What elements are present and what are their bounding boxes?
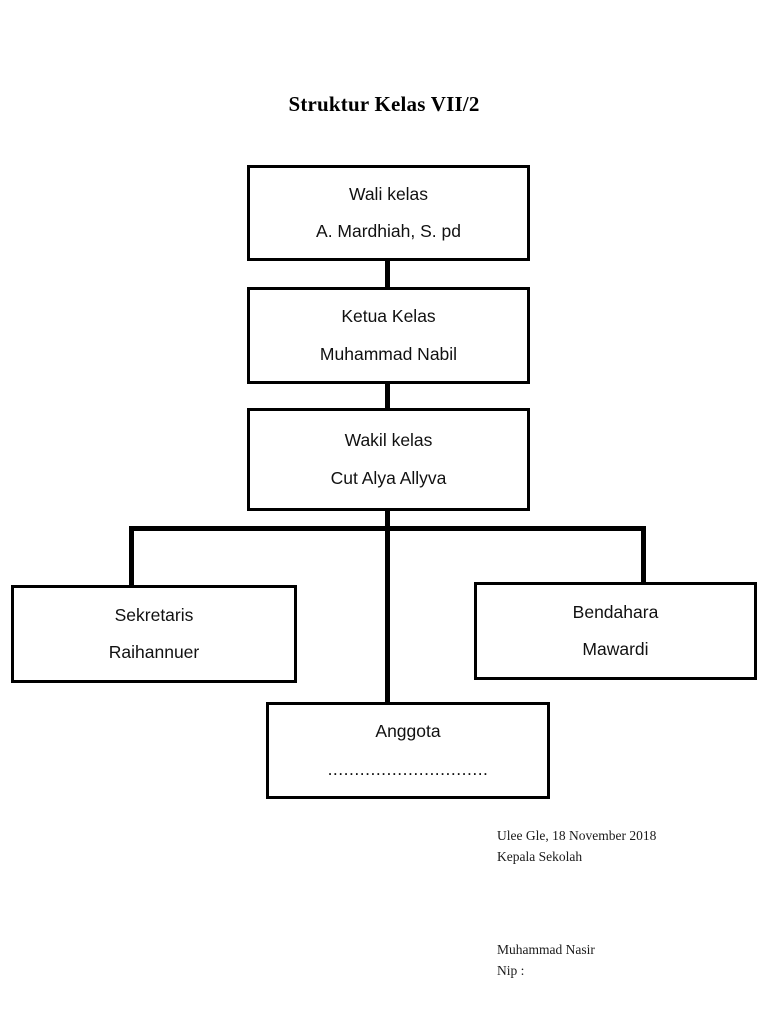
connector-drop-bendahara — [641, 526, 646, 584]
org-node-role: Anggota — [375, 721, 441, 742]
signature-name-block: Muhammad Nasir Nip : — [497, 940, 595, 982]
signature-place-date: Ulee Gle, 18 November 2018 — [497, 828, 657, 843]
connector-wali-to-ketua — [385, 258, 390, 290]
connector-drop-anggota — [385, 526, 390, 704]
org-node-role: Bendahara — [572, 601, 659, 622]
connector-drop-sekretaris — [129, 526, 134, 587]
org-node-sekretaris: Sekretaris Raihannuer — [11, 585, 297, 683]
org-node-person: Raihannuer — [108, 642, 200, 662]
org-node-role: Ketua Kelas — [341, 306, 436, 327]
signature-name: Muhammad Nasir — [497, 942, 595, 957]
org-node-anggota: Anggota .............................. — [266, 702, 550, 799]
signature-nip-label: Nip : — [497, 962, 525, 978]
org-node-wakil-kelas: Wakil kelas Cut Alya Allyva — [247, 408, 530, 511]
org-node-ketua-kelas: Ketua Kelas Muhammad Nabil — [247, 287, 530, 384]
connector-ketua-to-wakil — [385, 381, 390, 411]
signature-position: Kepala Sekolah — [497, 848, 583, 864]
signature-place-block: Ulee Gle, 18 November 2018 Kepala Sekola… — [497, 826, 656, 868]
org-node-person: A. Mardhiah, S. pd — [316, 221, 461, 241]
org-node-role: Wakil kelas — [344, 430, 433, 451]
org-node-person: Muhammad Nabil — [319, 343, 458, 364]
org-node-bendahara: Bendahara Mawardi — [474, 582, 757, 680]
page-title: Struktur Kelas VII/2 — [288, 92, 480, 116]
org-node-person: Mawardi — [582, 639, 649, 659]
org-node-role: Sekretaris — [114, 604, 194, 625]
org-node-placeholder: .............................. — [327, 758, 489, 779]
org-node-person: Cut Alya Allyva — [330, 467, 447, 488]
org-node-role: Wali kelas — [348, 183, 429, 204]
connector-wakil-to-bus — [385, 508, 390, 530]
org-node-wali-kelas: Wali kelas A. Mardhiah, S. pd — [247, 165, 530, 261]
